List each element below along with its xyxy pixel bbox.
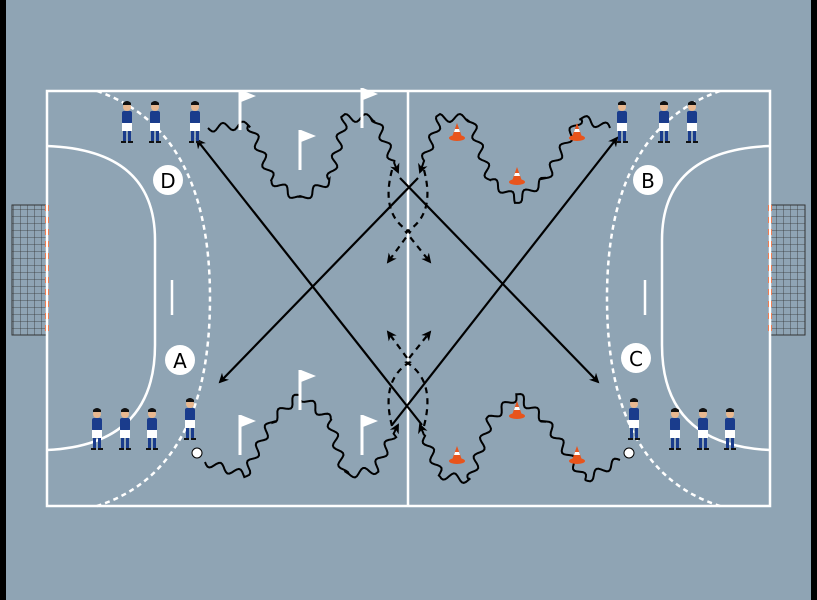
player-icon [628,398,640,440]
player-icon [658,101,670,143]
court-lines [45,89,772,508]
flag-icon [298,370,316,410]
svg-text:D: D [160,169,175,193]
svg-text:C: C [629,347,643,371]
svg-text:B: B [641,169,655,193]
player-icon [189,101,201,143]
player-icon [119,408,131,450]
flag-icon [298,130,316,170]
dribble-path [204,393,399,479]
svg-text:A: A [173,349,187,373]
dribble-path [207,113,400,200]
player-icon [149,101,161,143]
flag-icon [360,415,378,455]
arrow-to-a [218,177,419,384]
cone-icon [509,167,525,185]
players-group-c [623,398,736,459]
cones [449,123,585,464]
player-icon [697,408,709,450]
player-icon [616,101,628,143]
group-label-a: A [165,345,195,375]
ball-icon [191,447,203,459]
pass-arrows [195,136,619,427]
flags [238,88,378,455]
right-goal [768,204,806,336]
player-icon [91,408,103,450]
flag-icon [238,415,256,455]
group-label-c: C [621,343,651,373]
cone-icon [449,446,465,464]
cone-icon [449,123,465,141]
players-group-a [91,398,203,459]
left-goal [11,204,49,336]
arrow-to-b [391,136,619,426]
group-label-b: B [633,165,663,195]
group-label-d: D [153,165,183,195]
dribble-paths [204,112,621,484]
player-icon [146,408,158,450]
arrow-to-d [195,138,423,426]
dribble-path [418,112,611,204]
arrow-to-c [399,177,600,384]
dribble-path [418,392,621,484]
player-icon [669,408,681,450]
ball-icon [623,447,635,459]
